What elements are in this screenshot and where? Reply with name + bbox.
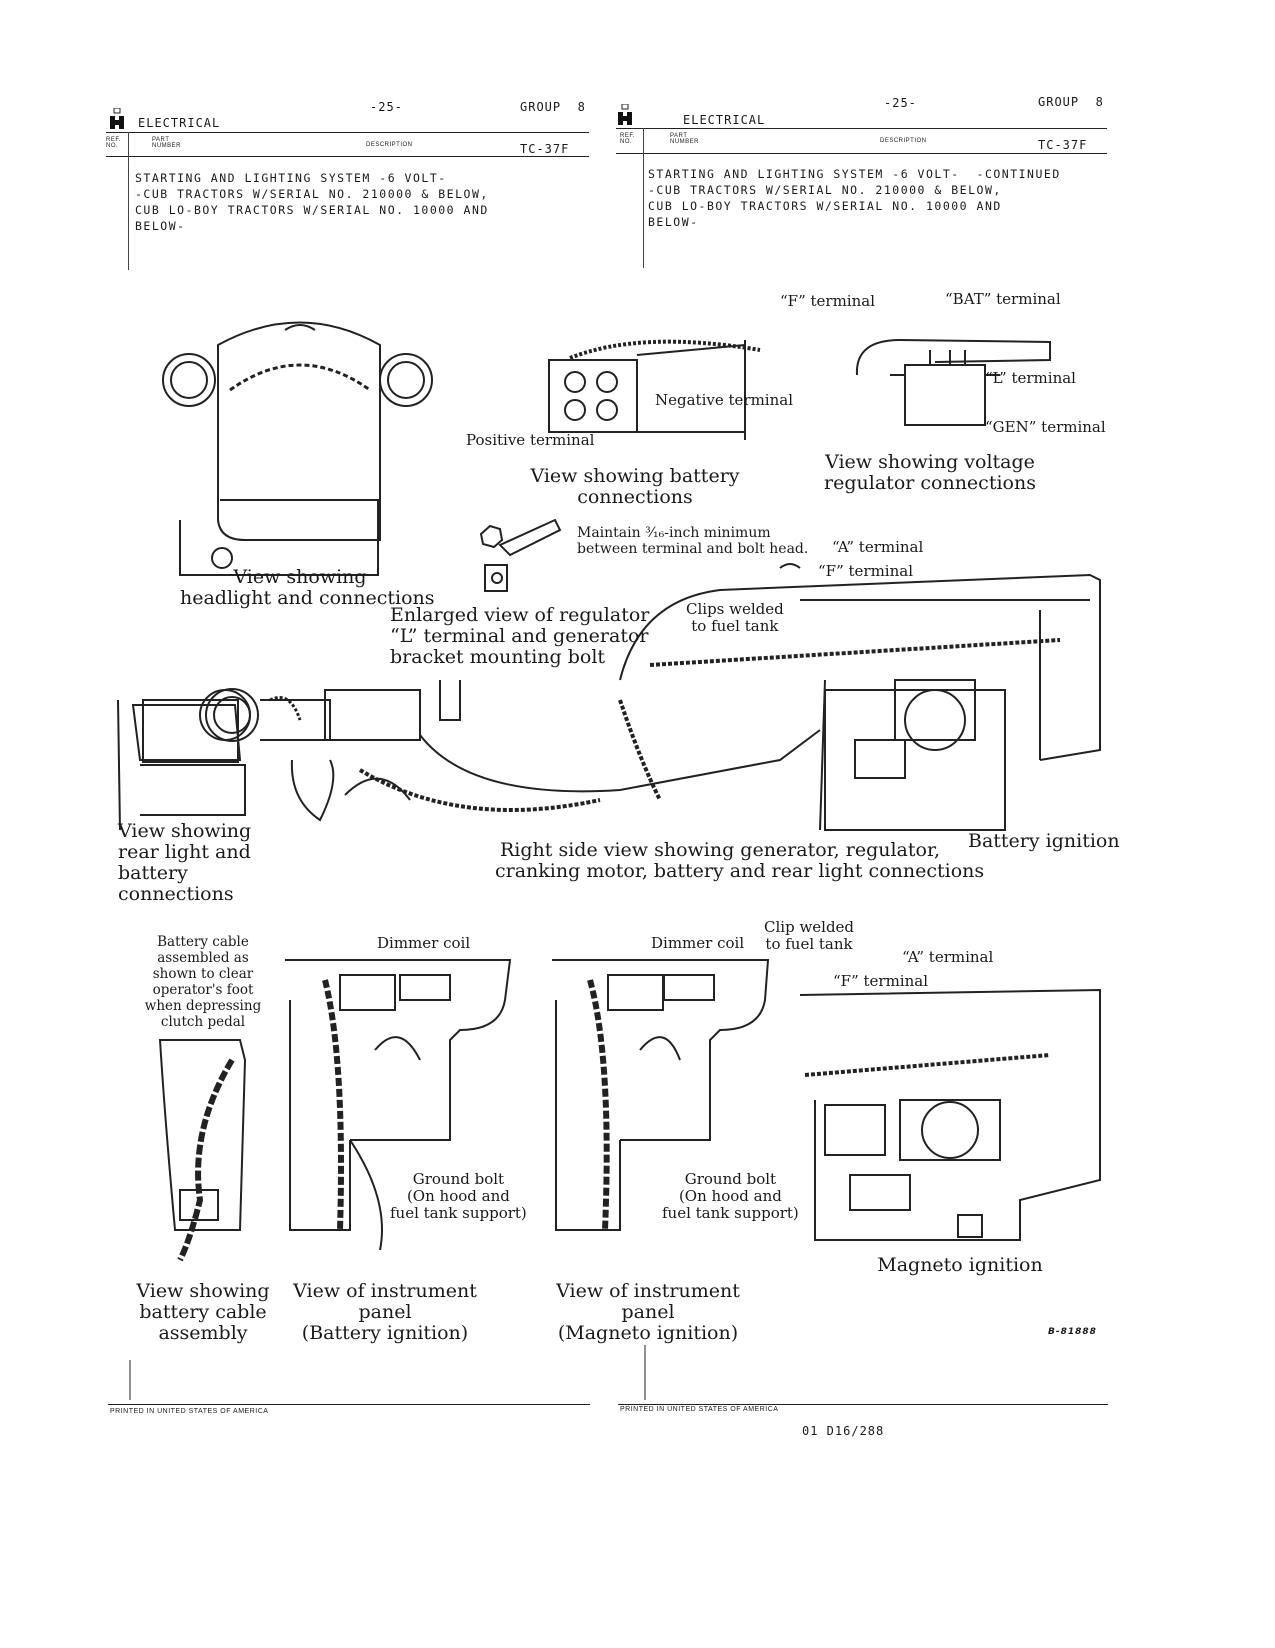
label-a-terminal-low: “A” terminal	[902, 948, 994, 966]
regulator-view-drawing	[855, 338, 1051, 426]
label-negative-terminal: Negative terminal	[655, 391, 793, 409]
panel-magneto-drawing	[552, 959, 770, 1231]
left-section-title: ELECTRICAL	[138, 116, 221, 130]
right-page-number: -25-	[884, 96, 917, 110]
label-dimmer-coil-2: Dimmer coil	[651, 934, 745, 952]
label-gen-terminal: “GEN” terminal	[985, 418, 1106, 436]
label-f-terminal-top: “F” terminal	[780, 292, 876, 310]
caption-battery-cable: View showing battery cable assembly	[136, 1280, 270, 1344]
caption-battery: View showing battery connections	[530, 465, 740, 508]
right-section-title: ELECTRICAL	[683, 113, 766, 127]
left-catalog: TC-37F	[520, 142, 570, 156]
battery-cable-drawing	[158, 1039, 247, 1262]
left-group: GROUP 8	[520, 100, 586, 114]
enlarged-view-drawing	[479, 518, 562, 592]
right-catalog: TC-37F	[1038, 138, 1088, 152]
label-maintain: Maintain ³⁄₁₆-inch minimum between termi…	[577, 525, 809, 557]
label-f-terminal-mid: “F” terminal	[818, 562, 914, 580]
right-group: GROUP 8	[1038, 95, 1104, 109]
footer-doc-code: 01 D16/288	[802, 1424, 885, 1438]
caption-panel-battery: View of instrument panel (Battery igniti…	[293, 1280, 477, 1344]
left-page-number: -25-	[370, 100, 403, 114]
caption-right-side: Right side view showing generator, regul…	[495, 839, 985, 882]
footer-printed-left: PRINTED IN UNITED STATES OF AMERICA	[110, 1408, 269, 1415]
label-bat-terminal: “BAT” terminal	[945, 290, 1061, 308]
caption-panel-magneto: View of instrument panel (Magneto igniti…	[556, 1280, 740, 1344]
label-l-terminal: “L” terminal	[985, 369, 1076, 387]
label-clips-welded: Clips welded to fuel tank	[686, 600, 784, 635]
label-ground-bolt-1: Ground bolt (On hood and fuel tank suppo…	[390, 1170, 527, 1222]
footer-printed-right: PRINTED IN UNITED STATES OF AMERICA	[620, 1406, 779, 1413]
right-col-desc: DESCRIPTION	[880, 138, 927, 144]
headlight-view-drawing	[162, 321, 433, 576]
left-col-ref: REF. NO.	[106, 137, 122, 149]
right-description: STARTING AND LIGHTING SYSTEM -6 VOLT- -C…	[648, 167, 1061, 229]
caption-battery-ignition: Battery ignition	[968, 830, 1120, 852]
rear-light-view-drawing	[117, 688, 302, 831]
caption-rear-light: View showing rear light and battery conn…	[118, 820, 252, 905]
figure-code: B-81888	[1048, 1327, 1097, 1337]
left-col-part: PART NUMBER	[152, 137, 182, 149]
left-description: STARTING AND LIGHTING SYSTEM -6 VOLT- -C…	[135, 171, 489, 233]
label-a-terminal-mid: “A” terminal	[832, 538, 924, 556]
label-dimmer-coil-1: Dimmer coil	[377, 934, 471, 952]
right-col-ref: REF. NO.	[620, 133, 636, 145]
battery-view-drawing	[548, 339, 761, 440]
label-battery-cable-note: Battery cable assembled as shown to clea…	[144, 934, 262, 1030]
ih-logo-left-icon	[108, 107, 128, 130]
magneto-ignition-drawing	[799, 988, 1101, 1241]
label-positive-terminal: Positive terminal	[466, 431, 595, 449]
caption-enlarged: Enlarged view of regulator “L” terminal …	[390, 604, 650, 668]
label-f-terminal-low: “F” terminal	[833, 972, 929, 990]
right-col-part: PART NUMBER	[670, 133, 700, 145]
caption-headlight: View showing headlight and connections	[180, 566, 435, 609]
panel-battery-drawing	[285, 959, 512, 1251]
ih-logo-right-icon	[616, 103, 636, 126]
label-clip-welded: Clip welded to fuel tank	[764, 918, 855, 953]
left-col-desc: DESCRIPTION	[366, 142, 413, 148]
label-ground-bolt-2: Ground bolt (On hood and fuel tank suppo…	[662, 1170, 799, 1222]
caption-magneto-ignition: Magneto ignition	[877, 1254, 1043, 1276]
caption-regulator: View showing voltage regulator connectio…	[824, 451, 1036, 494]
right-side-view-drawing	[199, 563, 1101, 831]
